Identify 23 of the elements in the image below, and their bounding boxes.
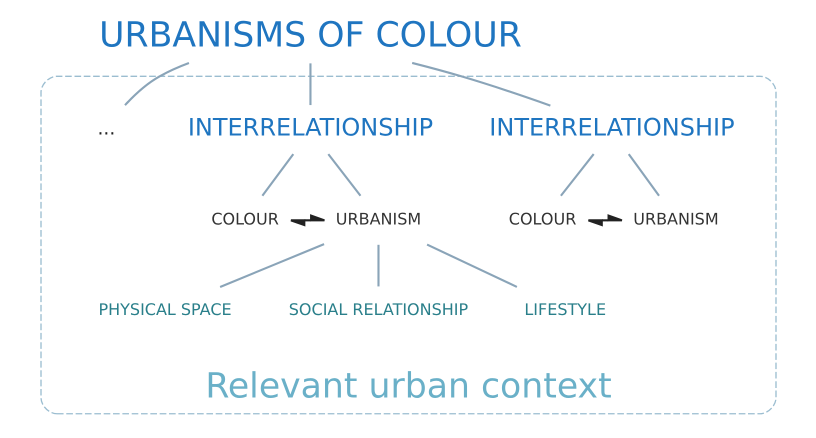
node-text: URBANISM [632,209,718,228]
node-text: INTERRELATIONSHIP [488,113,734,142]
arrow [289,214,326,226]
node-text: COLOUR [210,209,278,228]
connector [426,244,517,288]
connector [326,153,361,196]
connector [124,62,189,106]
node-text: URBANISMS OF COLOUR [98,16,522,56]
connector [376,244,380,286]
connector [308,63,312,106]
connector [261,153,294,196]
node-text: LIFESTYLE [524,300,606,320]
connector [627,153,660,196]
connector [411,62,550,107]
connector [219,243,324,288]
node-text: COLOUR [508,209,576,228]
node-text: URBANISM [335,209,421,228]
node-text: PHYSICAL SPACE [98,300,232,320]
node-text: SOCIAL RELATIONSHIP [288,300,468,320]
arrow [586,214,622,226]
node-text: INTERRELATIONSHIP [187,113,433,142]
connector [560,153,594,196]
node-text: ... [96,118,115,140]
